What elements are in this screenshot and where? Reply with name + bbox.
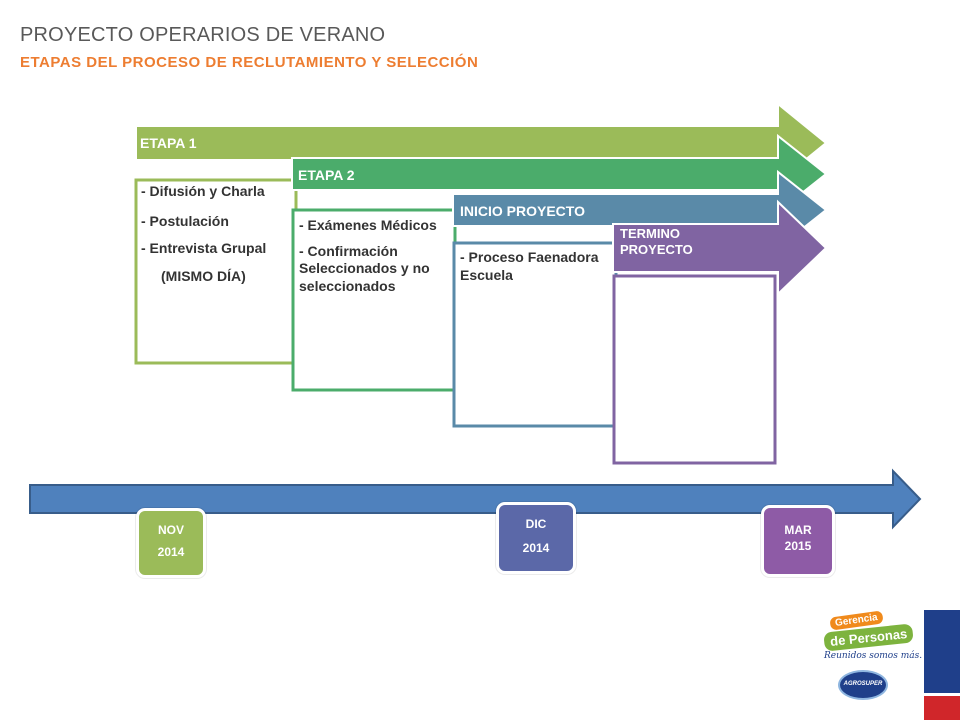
stage2-item: - Exámenes Médicos bbox=[299, 217, 437, 233]
stage3-item: - Proceso Faenadora Escuela bbox=[460, 249, 599, 283]
page-subtitle: ETAPAS DEL PROCESO DE RECLUTAMIENTO Y SE… bbox=[20, 54, 479, 71]
milestone-mar-2015: MAR 2015 bbox=[761, 505, 835, 577]
stage1-box bbox=[134, 178, 298, 365]
stage2-title: ETAPA 2 bbox=[298, 167, 355, 183]
stage1-item: (MISMO DÍA) bbox=[161, 267, 246, 284]
milestone-year: 2014 bbox=[522, 541, 550, 555]
stage1-title: ETAPA 1 bbox=[140, 135, 197, 151]
milestone-month: NOV bbox=[157, 523, 184, 537]
stage2-item: - Confirmación Seleccionados y no selecc… bbox=[299, 242, 430, 294]
flag-blue bbox=[924, 610, 960, 693]
stage3-box bbox=[452, 241, 618, 428]
flag-red bbox=[924, 696, 960, 720]
agrosuper-logo: AGROSUPER bbox=[838, 670, 888, 700]
flag-stripe bbox=[921, 610, 960, 720]
stage1-item: - Postulación bbox=[141, 212, 229, 229]
stage4-title: TERMINO PROYECTO bbox=[620, 226, 693, 258]
stage3-content: - Proceso Faenadora Escuela bbox=[460, 249, 612, 292]
stage4-arrow bbox=[612, 199, 828, 297]
gerencia-de-personas-logo: Gerencia de Personas Reunidos somos más.… bbox=[820, 610, 922, 712]
milestone-month: DIC bbox=[525, 517, 547, 531]
milestone-nov-2014: NOV 2014 bbox=[136, 508, 206, 578]
stage3-title: INICIO PROYECTO bbox=[460, 203, 585, 219]
page-title: PROYECTO OPERARIOS DE VERANO bbox=[20, 24, 386, 46]
stage4-box bbox=[612, 274, 777, 465]
milestone-year: 2015 bbox=[784, 539, 812, 553]
stage1-content: - Difusión y Charla - Postulación - Entr… bbox=[141, 183, 291, 293]
stage2-content: - Exámenes Médicos - Confirmación Selecc… bbox=[299, 217, 451, 303]
milestone-year: 2014 bbox=[157, 545, 185, 559]
stage1-item: - Entrevista Grupal bbox=[141, 240, 267, 256]
milestone-dic-2014: DIC 2014 bbox=[496, 502, 576, 574]
stage1-item: - Difusión y Charla bbox=[141, 183, 265, 199]
agrosuper-text: AGROSUPER bbox=[843, 681, 883, 687]
milestone-month: MAR bbox=[784, 523, 812, 537]
logo-tagline: Reunidos somos más. bbox=[824, 651, 923, 661]
